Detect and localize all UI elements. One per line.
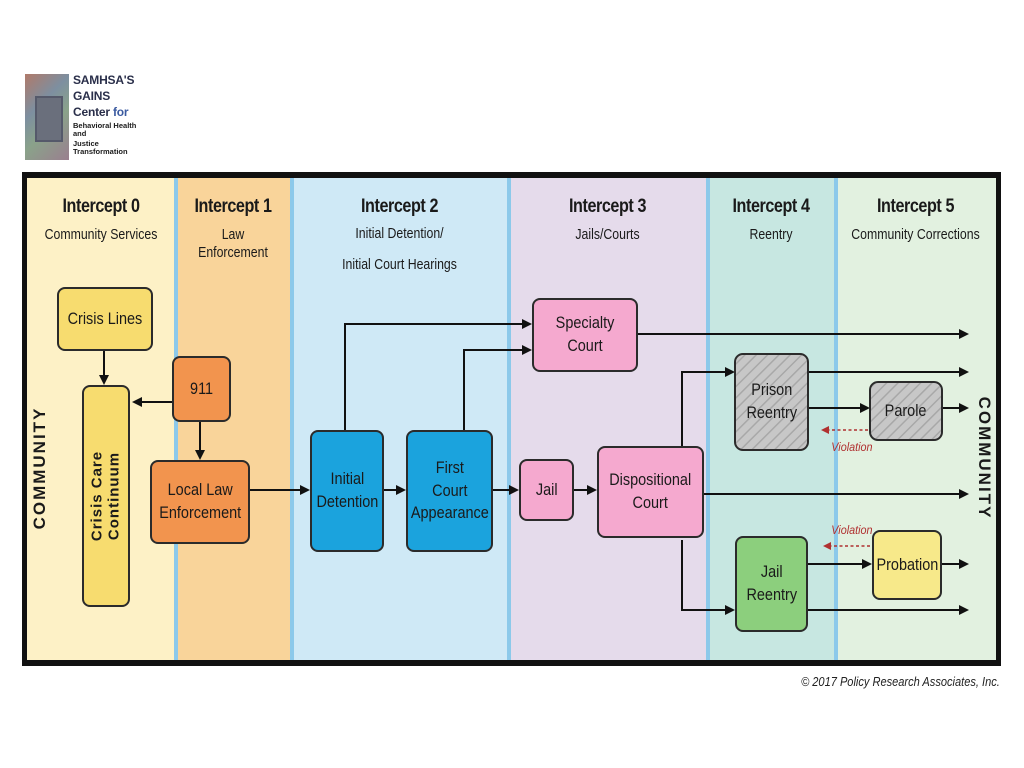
jail-box: Jail	[519, 459, 574, 521]
arrow-dispositional-to-prison	[681, 367, 735, 450]
intercept-1-title: Intercept 1	[194, 196, 272, 217]
violation-label-probation: Violation	[831, 523, 873, 537]
sequential-intercept-diagram: Intercept 0 Community Services Intercept…	[22, 172, 1001, 666]
intercept-5-title: Intercept 5	[876, 196, 955, 217]
911-box: 911	[172, 356, 231, 422]
intercept-2-header: Intercept 2 Initial Detention/ Initial C…	[291, 196, 508, 280]
logo-line-1: SAMHSA'S	[73, 73, 135, 87]
specialty-court-box: Specialty Court	[532, 298, 638, 372]
column-separator	[706, 178, 710, 660]
initial-detention-box: Initial Detention	[310, 430, 384, 552]
column-intercept-2	[291, 178, 508, 660]
intercept-1-header: Intercept 1 Law Enforcement	[175, 196, 291, 262]
crisis-lines-box: Crisis Lines	[57, 287, 153, 351]
arrow-dispositional-to-jail-reentry	[681, 540, 735, 615]
flow-arrows	[99, 319, 969, 615]
local-law-enforcement-box: Local Law Enforcement	[150, 460, 250, 544]
intercept-4-header: Intercept 4 Reentry	[707, 196, 835, 244]
prison-reentry-box: Prison Reentry	[746, 380, 797, 422]
violation-label-parole: Violation	[831, 440, 873, 454]
intercept-5-subtitle: Community Corrections	[851, 226, 980, 243]
logo-line-4: Behavioral Health and	[73, 121, 137, 138]
intercept-4-title: Intercept 4	[732, 196, 810, 217]
probation-box: Probation	[872, 530, 942, 600]
intercept-0-title: Intercept 0	[62, 196, 140, 217]
intercept-3-subtitle: Jails/Courts	[575, 226, 640, 243]
intercept-5-header: Intercept 5 Community Corrections	[835, 196, 996, 244]
column-separator	[834, 178, 838, 660]
dispositional-court-box: Dispositional Court	[597, 446, 704, 538]
crisis-care-continuum-label: Crisis Care Continuum	[88, 450, 123, 542]
prison-reentry-hatch	[734, 353, 809, 451]
jail-reentry-box: Jail Reentry	[735, 536, 808, 632]
crisis-care-continuum-box: Crisis Care Continuum	[82, 385, 130, 607]
arrow-firstcourt-to-specialty	[463, 345, 532, 430]
logo-line-2: GAINS	[73, 89, 111, 103]
intercept-4-subtitle: Reentry	[749, 226, 793, 243]
intercept-1-subtitle: Law Enforcement	[198, 226, 268, 261]
column-intercept-3	[508, 178, 707, 660]
parole-hatch	[869, 381, 943, 441]
intercept-0-subtitle: Community Services	[44, 226, 158, 243]
column-separator	[290, 178, 294, 660]
parole-box: Parole	[885, 400, 927, 420]
intercept-3-header: Intercept 3 Jails/Courts	[508, 196, 707, 244]
logo-line-3: Center for	[73, 105, 129, 119]
intercept-3-title: Intercept 3	[568, 196, 647, 217]
logo-text: SAMHSA'S GAINS Center for Behavioral Hea…	[73, 74, 150, 158]
intercept-2-subtitle: Initial Detention/ Initial Court Hearing…	[342, 225, 457, 273]
gains-center-logo: SAMHSA'S GAINS Center for Behavioral Hea…	[25, 74, 150, 164]
intercept-2-title: Intercept 2	[360, 196, 439, 217]
copyright-notice: © 2017 Policy Research Associates, Inc.	[801, 674, 1000, 689]
logo-line-5: Justice Transformation	[73, 139, 128, 156]
arrow-detention-to-specialty	[344, 319, 532, 430]
intercept-0-header: Intercept 0 Community Services	[27, 196, 175, 244]
logo-mark-icon	[25, 74, 69, 160]
first-court-appearance-box: First Court Appearance	[406, 430, 493, 552]
column-separator	[507, 178, 511, 660]
diagram-canvas: Intercept 0 Community Services Intercept…	[27, 178, 996, 660]
